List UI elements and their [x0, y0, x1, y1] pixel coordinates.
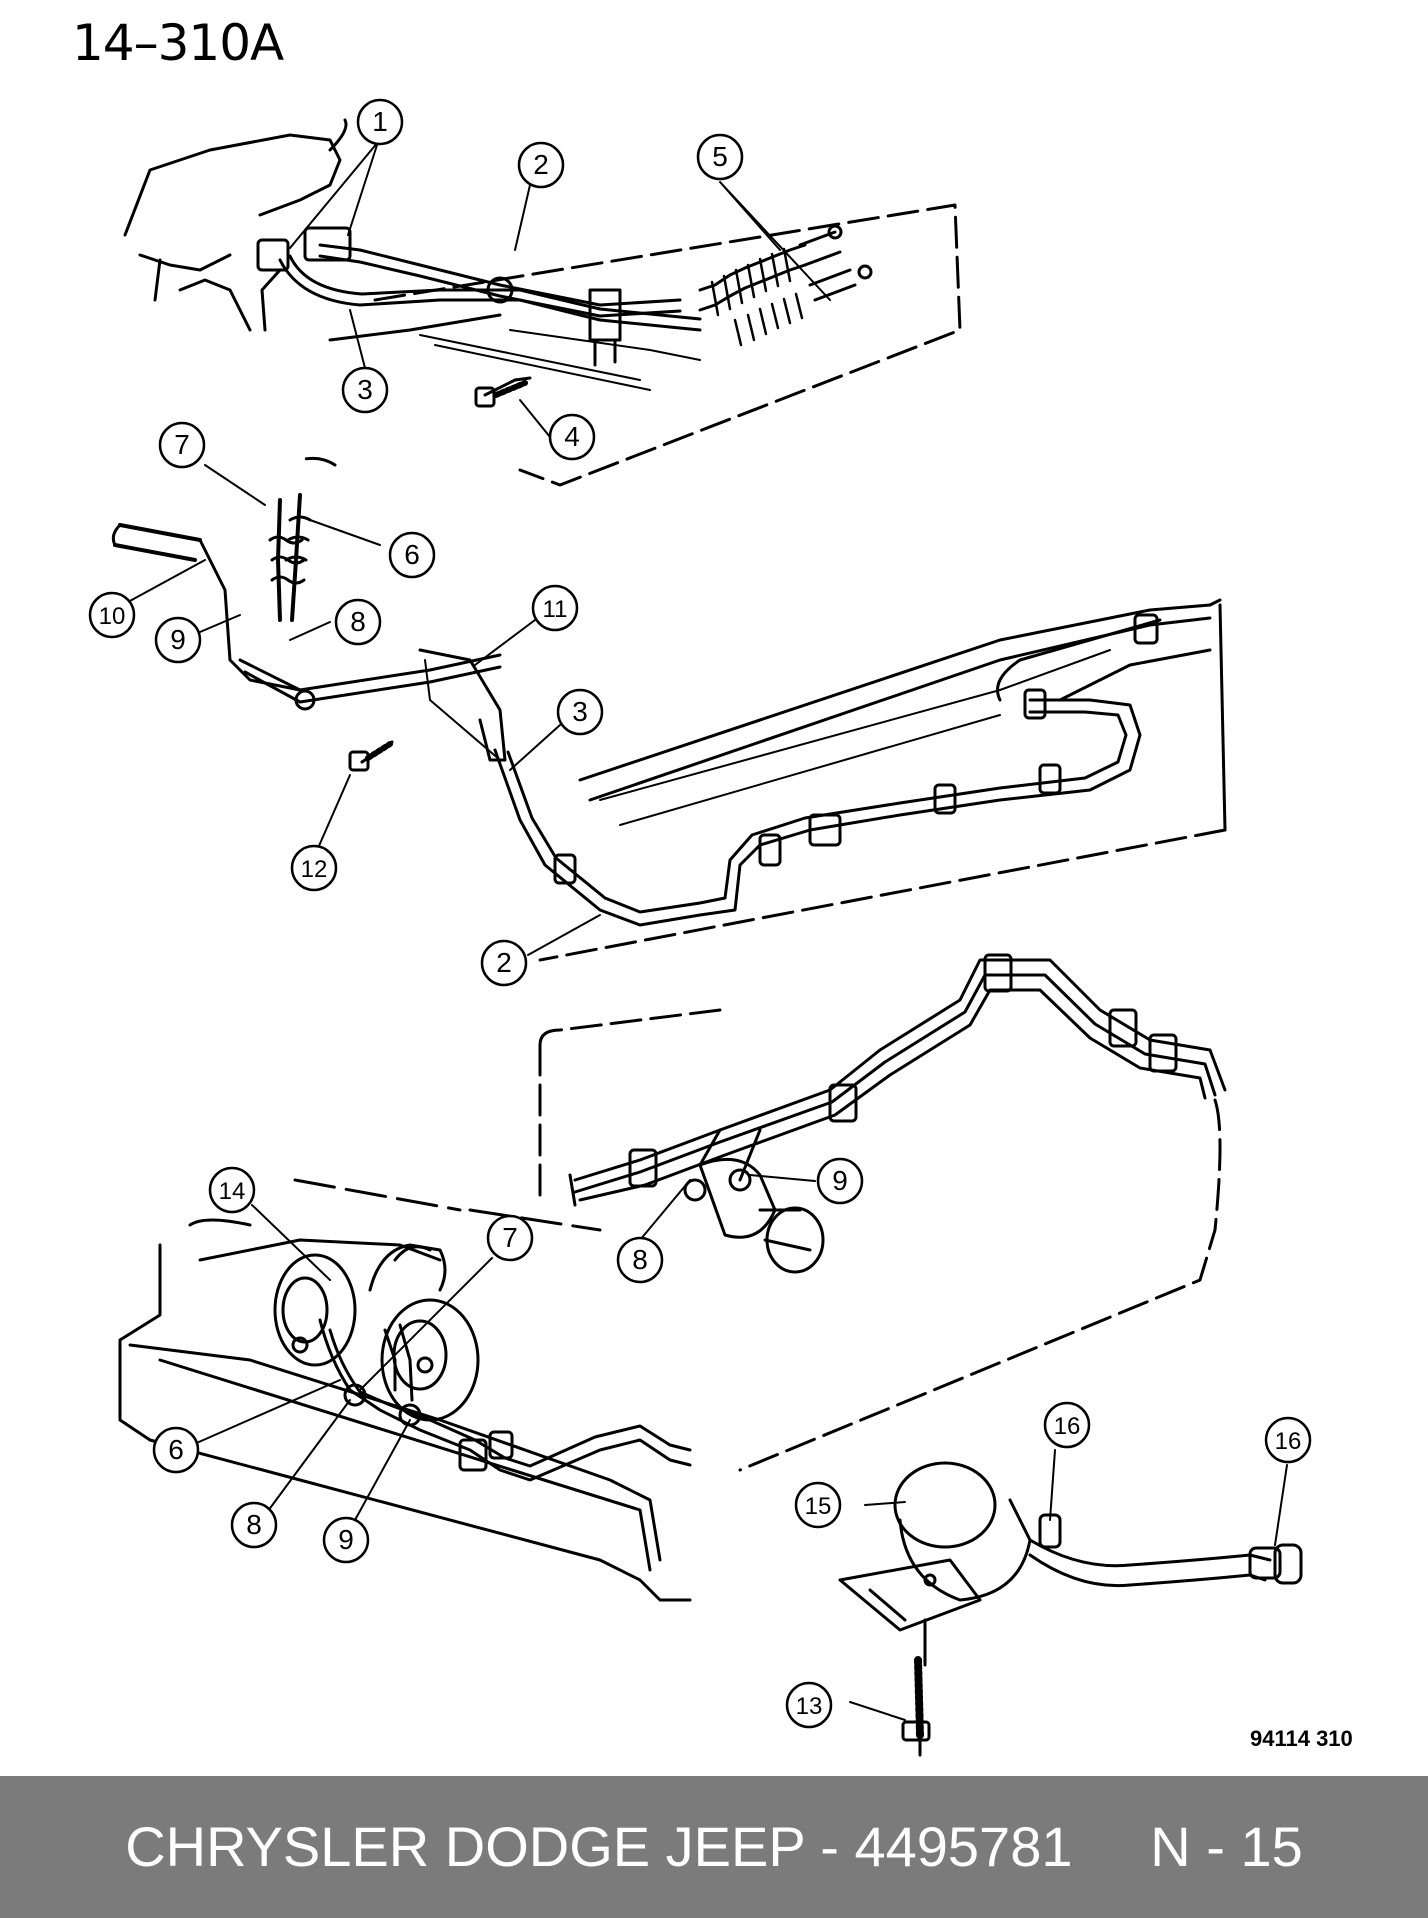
- callout-number: 7: [174, 429, 190, 460]
- callout-3: 3: [341, 366, 389, 414]
- callout-number: 3: [357, 374, 373, 405]
- callout-16: 16: [1043, 1401, 1091, 1449]
- callout-circle: [1043, 1401, 1091, 1449]
- callout-circle: [334, 598, 382, 646]
- callout-number: 8: [632, 1244, 648, 1275]
- callout-circle: [230, 1501, 278, 1549]
- callout-circle: [152, 1426, 200, 1474]
- page-code: 14–310A: [72, 14, 284, 72]
- callout-number: 10: [99, 603, 126, 630]
- callout-circle: [154, 616, 202, 664]
- callout-number: 8: [350, 606, 366, 637]
- callout-circle: [388, 531, 436, 579]
- callout-7: 7: [158, 421, 206, 469]
- callout-number: 15: [805, 1493, 832, 1520]
- callout-2: 2: [480, 939, 528, 987]
- fuel-tank-section: [118, 1178, 692, 1602]
- callout-number: 2: [533, 149, 549, 180]
- parts-diagram: 14–310A: [72, 14, 1353, 1757]
- drawing-code: 94114 310: [1250, 1726, 1353, 1751]
- callout-circle: [517, 141, 565, 189]
- callout-circle: [486, 1214, 534, 1262]
- callout-8: 8: [334, 598, 382, 646]
- callout-circle: [548, 413, 596, 461]
- callout-number: 6: [168, 1434, 184, 1465]
- callout-circle: [556, 688, 604, 736]
- callout-13: 13: [785, 1681, 833, 1729]
- callout-number: 3: [572, 696, 588, 727]
- callout-circle: [696, 133, 744, 181]
- callout-number: 12: [301, 856, 328, 883]
- callout-circle: [290, 844, 338, 892]
- callout-9: 9: [154, 616, 202, 664]
- callout-number: 1: [372, 106, 388, 137]
- callout-9: 9: [816, 1157, 864, 1205]
- callout-3: 3: [556, 688, 604, 736]
- callout-14: 14: [208, 1166, 256, 1214]
- callout-1: 1: [356, 98, 404, 146]
- callout-circle: [158, 421, 206, 469]
- callout-circle: [1264, 1416, 1312, 1464]
- callout-8: 8: [616, 1236, 664, 1284]
- callout-leaders: [127, 141, 1288, 1721]
- vapor-canister-section: [838, 1461, 1303, 1757]
- footer-bar: CHRYSLER DODGE JEEP - 4495781 N - 15: [0, 1776, 1428, 1918]
- callout-circle: [88, 591, 136, 639]
- callout-circle: [341, 366, 389, 414]
- callout-number: 8: [246, 1509, 262, 1540]
- callout-circle: [480, 939, 528, 987]
- callout-circle: [208, 1166, 256, 1214]
- callout-11: 11: [531, 584, 579, 632]
- callout-number: 9: [338, 1524, 354, 1555]
- callout-circle: [816, 1157, 864, 1205]
- callout-8: 8: [230, 1501, 278, 1549]
- callout-9: 9: [322, 1516, 370, 1564]
- callout-number: 6: [404, 539, 420, 570]
- callout-number: 16: [1275, 1428, 1302, 1455]
- callout-12: 12: [290, 844, 338, 892]
- callout-number: 9: [170, 624, 186, 655]
- callout-15: 15: [794, 1481, 842, 1529]
- callout-number: 9: [832, 1165, 848, 1196]
- frame-rail-section-middle: [111, 456, 1227, 962]
- footer-text: CHRYSLER DODGE JEEP - 4495781 N - 15: [125, 1815, 1303, 1878]
- callout-circle: [794, 1481, 842, 1529]
- engine-section-top: [123, 118, 962, 487]
- callout-number: 11: [543, 596, 568, 623]
- callout-circle: [356, 98, 404, 146]
- callout-circle: [785, 1681, 833, 1729]
- callout-number: 14: [219, 1178, 246, 1205]
- filter-branch-section: [538, 953, 1227, 1472]
- callout-2: 2: [517, 141, 565, 189]
- callout-circle: [616, 1236, 664, 1284]
- callout-7: 7: [486, 1214, 534, 1262]
- callout-number: 16: [1054, 1413, 1081, 1440]
- callout-6: 6: [388, 531, 436, 579]
- callout-number: 4: [564, 421, 580, 452]
- callout-circle: [322, 1516, 370, 1564]
- callout-4: 4: [548, 413, 596, 461]
- callout-number: 5: [712, 141, 728, 172]
- callout-10: 10: [88, 591, 136, 639]
- callout-16: 16: [1264, 1416, 1312, 1464]
- callout-5: 5: [696, 133, 744, 181]
- callout-circle: [531, 584, 579, 632]
- callout-number: 13: [796, 1693, 823, 1720]
- callout-number: 7: [502, 1222, 518, 1253]
- callout-6: 6: [152, 1426, 200, 1474]
- callout-number: 2: [496, 947, 512, 978]
